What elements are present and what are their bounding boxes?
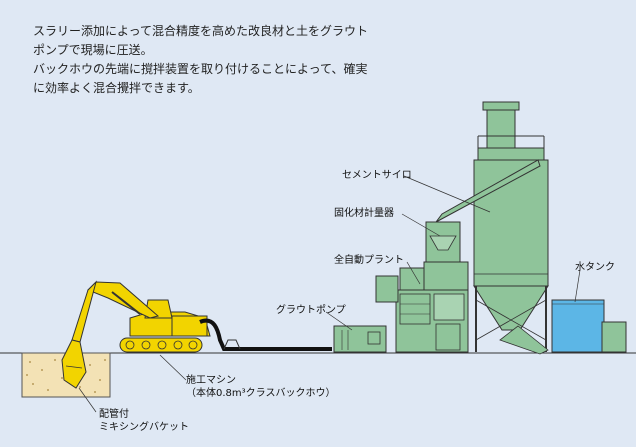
label-machine-line2: （本体0.8m³クラスバックホウ） bbox=[186, 386, 335, 399]
auto-plant bbox=[375, 261, 469, 353]
description-line-4: に効率よく混合攪拌できます。 bbox=[33, 81, 200, 95]
description-text: スラリー添加によって混合精度を高めた改良材と土をグラウト ポンプで現場に圧送。 … bbox=[33, 22, 453, 98]
label-cement-silo: セメントサイロ bbox=[342, 169, 412, 181]
label-solidifier-scale: 固化材計量器 bbox=[334, 206, 394, 219]
label-machine-line1: 施工マシン bbox=[186, 373, 236, 386]
leader-lines bbox=[78, 175, 581, 413]
grout-pump bbox=[333, 325, 387, 353]
cement-silo bbox=[435, 101, 549, 355]
label-auto-plant: 全自動プラント bbox=[334, 253, 404, 266]
hose-support bbox=[223, 339, 241, 350]
description-line-1: スラリー添加によって混合精度を高めた改良材と土をグラウト bbox=[33, 24, 369, 38]
water-tank bbox=[551, 299, 627, 353]
description-line-2: ポンプで現場に圧送。 bbox=[33, 43, 153, 57]
label-bucket-line1: 配管付 bbox=[99, 407, 129, 420]
grout-hose bbox=[199, 318, 332, 351]
solidifier-scale bbox=[425, 221, 461, 263]
label-water-tank: 水タンク bbox=[575, 261, 615, 273]
description-line-3: バックホウの先端に撹拌装置を取り付けることによって、確実 bbox=[33, 62, 368, 76]
label-bucket-line2: ミキシングバケット bbox=[99, 420, 189, 433]
label-grout-pump: グラウトポンプ bbox=[276, 303, 346, 316]
excavator bbox=[61, 280, 211, 389]
